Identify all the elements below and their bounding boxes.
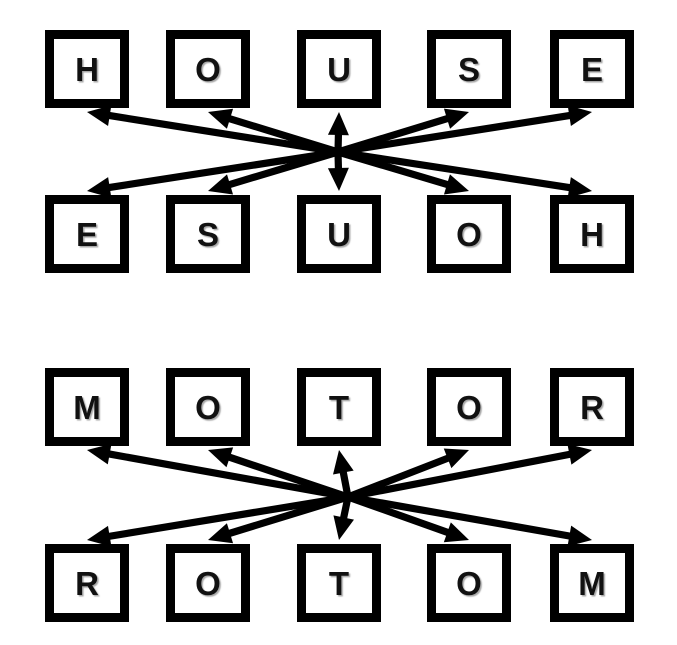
motor-bottom-box-1: R — [45, 544, 129, 622]
house-bottom-box-3: U — [297, 195, 381, 273]
house-arrow-to-bottom-5 — [337, 148, 592, 198]
house-arrow-to-top-4 — [336, 108, 469, 156]
house-arrow-to-bottom-3 — [327, 151, 349, 191]
letter-glyph: O — [195, 564, 221, 602]
letter-glyph: O — [195, 388, 221, 426]
motor-arrow-to-top-4 — [346, 448, 469, 501]
letter-glyph: O — [456, 388, 482, 426]
motor-reversal-diagram: M O T O R R O T O M — [0, 340, 677, 645]
motor-arrow-to-bottom-1 — [87, 493, 349, 547]
letter-glyph: H — [75, 50, 99, 88]
motor-top-box-1: M — [45, 368, 129, 446]
motor-bottom-box-2: O — [166, 544, 250, 622]
letter-glyph: R — [580, 388, 604, 426]
letter-glyph: H — [580, 215, 604, 253]
motor-arrow-to-bottom-5 — [347, 493, 592, 547]
motor-arrow-to-bottom-4 — [346, 493, 469, 543]
motor-arrow-to-top-2 — [208, 447, 350, 501]
letter-glyph: U — [327, 215, 351, 253]
letter-glyph: R — [75, 564, 99, 602]
house-arrow-to-top-2 — [208, 108, 340, 156]
motor-arrow-to-bottom-3 — [333, 496, 354, 540]
motor-top-box-2: O — [166, 368, 250, 446]
motor-arrow-to-top-5 — [347, 444, 592, 501]
house-reversal-diagram: H O U S E E S U O H — [0, 0, 677, 300]
house-bottom-box-5: H — [550, 195, 634, 273]
letter-glyph: M — [578, 564, 606, 602]
letter-glyph: S — [457, 50, 480, 88]
motor-top-box-5: R — [550, 368, 634, 446]
house-top-box-5: E — [550, 30, 634, 108]
house-arrow-to-bottom-2 — [208, 148, 340, 195]
letter-glyph: M — [73, 388, 101, 426]
house-top-box-2: O — [166, 30, 250, 108]
motor-bottom-box-4: O — [427, 544, 511, 622]
motor-top-box-4: O — [427, 368, 511, 446]
letter-glyph: E — [580, 50, 603, 88]
motor-arrow-to-top-3 — [333, 450, 354, 498]
letter-glyph: U — [327, 50, 351, 88]
letter-glyph: O — [456, 215, 482, 253]
letter-glyph: T — [328, 564, 350, 602]
motor-top-box-3: T — [297, 368, 381, 446]
letter-glyph: T — [328, 388, 350, 426]
motor-bottom-box-5: M — [550, 544, 634, 622]
house-arrow-to-top-5 — [337, 105, 592, 156]
house-arrow-to-bottom-4 — [336, 148, 469, 195]
motor-arrow-to-bottom-2 — [208, 493, 350, 544]
motor-bottom-box-3: T — [297, 544, 381, 622]
house-top-box-1: H — [45, 30, 129, 108]
letter-glyph: S — [196, 215, 219, 253]
house-arrow-to-top-1 — [87, 105, 339, 156]
letter-glyph: O — [195, 50, 221, 88]
house-bottom-box-4: O — [427, 195, 511, 273]
house-arrow-to-bottom-1 — [87, 148, 339, 198]
house-bottom-box-1: E — [45, 195, 129, 273]
letter-glyph: O — [456, 564, 482, 602]
house-top-box-4: S — [427, 30, 511, 108]
letter-glyph: E — [75, 215, 98, 253]
motor-arrow-to-top-1 — [87, 443, 349, 501]
house-arrow-to-top-3 — [327, 112, 349, 153]
house-bottom-box-2: S — [166, 195, 250, 273]
house-top-box-3: U — [297, 30, 381, 108]
